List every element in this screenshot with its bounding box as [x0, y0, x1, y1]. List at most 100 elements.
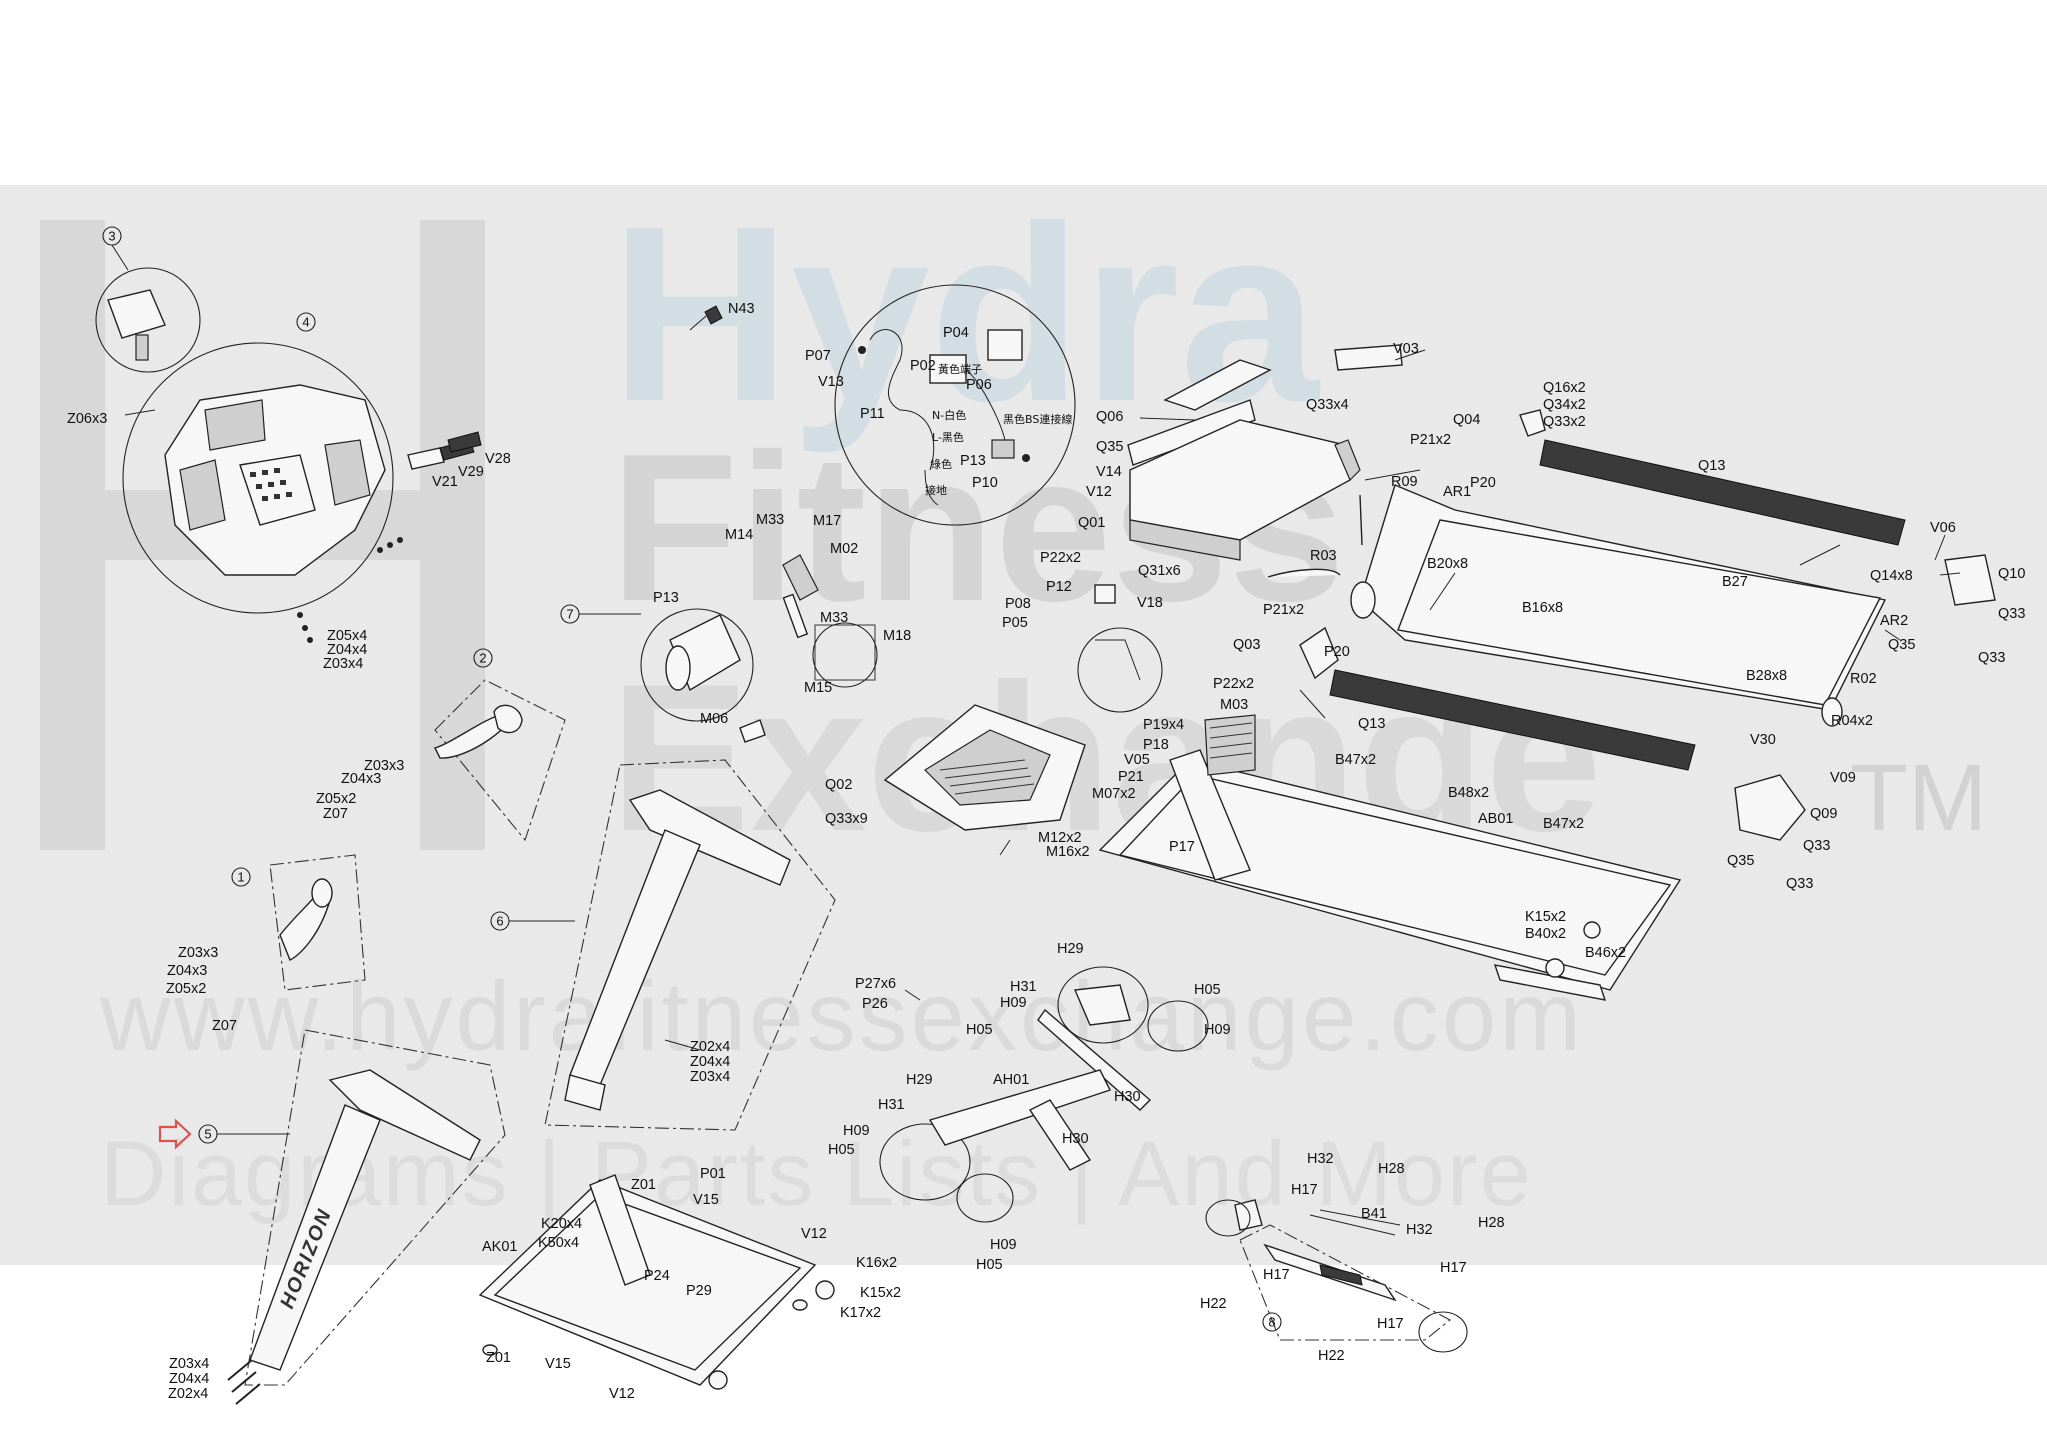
- label-H05d: H05: [976, 1257, 1003, 1273]
- label-V15b: V15: [545, 1356, 571, 1372]
- label-B47x2a: B47x2: [1335, 752, 1376, 768]
- label-Q35c: Q35: [1727, 853, 1754, 869]
- group-number-7: 7: [566, 607, 573, 622]
- label-P01: P01: [700, 1166, 726, 1182]
- label-AB01: AB01: [1478, 811, 1513, 827]
- label-V15a: V15: [693, 1192, 719, 1208]
- label-H30a: H30: [1114, 1089, 1141, 1105]
- group-number-4: 4: [302, 315, 309, 330]
- label-H17c: H17: [1263, 1267, 1290, 1283]
- label-K50x4: K50x4: [538, 1235, 579, 1251]
- label-V12c: V12: [609, 1386, 635, 1402]
- label-M33b: M33: [820, 610, 848, 626]
- label-AR1: AR1: [1443, 484, 1471, 500]
- label-cn-bs: 黑色BS連接線: [1003, 412, 1072, 426]
- assembly-3: 3: [95, 226, 201, 373]
- label-Z01a: Z01: [631, 1177, 656, 1193]
- label-V12a: V12: [1086, 484, 1112, 500]
- label-H05c: H05: [828, 1142, 855, 1158]
- label-R02: R02: [1850, 671, 1877, 687]
- label-P04: P04: [943, 325, 969, 341]
- label-H31b: H31: [878, 1097, 905, 1113]
- label-P06: P06: [966, 377, 992, 393]
- group-number-6: 6: [496, 914, 503, 929]
- label-AK01: AK01: [482, 1239, 517, 1255]
- label-V29: V29: [458, 464, 484, 480]
- label-H28b: H28: [1478, 1215, 1505, 1231]
- label-H09a: H09: [1000, 995, 1027, 1011]
- label-P21: P21: [1118, 769, 1144, 785]
- label-Q33d: Q33: [1786, 876, 1813, 892]
- label-P24: P24: [644, 1268, 670, 1284]
- label-Q14x8: Q14x8: [1870, 568, 1913, 584]
- inset-p12: [1077, 584, 1163, 713]
- hinge-assembly-upper: [1037, 966, 1209, 1111]
- label-V06: V06: [1930, 520, 1956, 536]
- label-H09c: H09: [843, 1123, 870, 1139]
- label-P13a: P13: [960, 453, 986, 469]
- label-B48x2: B48x2: [1448, 785, 1489, 801]
- label-H29a: H29: [1057, 941, 1084, 957]
- label-M15: M15: [804, 680, 832, 696]
- label-Q33a: Q33: [1998, 606, 2025, 622]
- label-Z06x3: Z06x3: [67, 411, 107, 427]
- label-B16x8: B16x8: [1522, 600, 1563, 616]
- deck-assembly: [1267, 409, 1996, 841]
- label-P11: P11: [860, 406, 885, 422]
- highlight-arrow: [158, 1118, 192, 1150]
- label-K17x2: K17x2: [840, 1305, 881, 1321]
- label-Q02: Q02: [825, 777, 852, 793]
- label-Z04x4b: Z04x4: [690, 1054, 730, 1070]
- label-cn-white: N-白色: [932, 408, 966, 422]
- label-M14: M14: [725, 527, 753, 543]
- label-P13b: P13: [653, 590, 679, 606]
- label-P22x2a: P22x2: [1040, 550, 1081, 566]
- assembly-6: 6: [490, 759, 836, 1131]
- assembly-8: 8: [1205, 1199, 1468, 1353]
- label-Q09: Q09: [1810, 806, 1837, 822]
- label-K20x4: K20x4: [541, 1216, 582, 1232]
- label-P22x2b: P22x2: [1213, 676, 1254, 692]
- motor-hood: [1127, 344, 1403, 561]
- label-Q33x2: Q33x2: [1543, 414, 1586, 430]
- label-P29: P29: [686, 1283, 712, 1299]
- label-H22a: H22: [1200, 1296, 1227, 1312]
- label-Z04x3b: Z04x3: [167, 963, 207, 979]
- label-Z02x4a: Z02x4: [690, 1039, 730, 1055]
- label-H05a: H05: [1194, 982, 1221, 998]
- label-H05b: H05: [966, 1022, 993, 1038]
- label-Q16x2: Q16x2: [1543, 380, 1586, 396]
- label-M12x2: M12x2: [1038, 830, 1082, 846]
- label-Q06: Q06: [1096, 409, 1123, 425]
- motor-pan: [883, 704, 1086, 831]
- label-H29b: H29: [906, 1072, 933, 1088]
- label-V03: V03: [1393, 341, 1419, 357]
- label-cn-yellow: 黃色端子: [938, 362, 982, 376]
- label-V12b: V12: [801, 1226, 827, 1242]
- group-number-2: 2: [479, 651, 486, 666]
- label-P07: P07: [805, 348, 831, 364]
- label-P02: P02: [910, 358, 936, 374]
- label-Z03x3b: Z03x3: [178, 945, 218, 961]
- assembly-5: 5 HORIZON: [198, 1029, 506, 1405]
- label-Q04: Q04: [1453, 412, 1480, 428]
- label-H17d: H17: [1377, 1316, 1404, 1332]
- label-H32a: H32: [1307, 1151, 1334, 1167]
- label-R09: R09: [1391, 474, 1418, 490]
- label-cn-ground: 接地: [925, 484, 947, 497]
- assembly-2: 2: [434, 648, 566, 842]
- label-AH01: AH01: [993, 1072, 1029, 1088]
- group-number-3: 3: [108, 229, 115, 244]
- base-frame: [478, 1174, 835, 1390]
- label-H22b: H22: [1318, 1348, 1345, 1364]
- label-Z04x4a: Z04x4: [327, 642, 367, 658]
- hinge-assembly-lower: [879, 1069, 1111, 1223]
- label-Z03x4a: Z03x4: [323, 656, 363, 672]
- label-H09b: H09: [1204, 1022, 1231, 1038]
- label-Z03x3a: Z03x3: [364, 758, 404, 774]
- label-P26: P26: [862, 996, 888, 1012]
- label-M02: M02: [830, 541, 858, 557]
- label-P05: P05: [1002, 615, 1028, 631]
- label-P27x6: P27x6: [855, 976, 896, 992]
